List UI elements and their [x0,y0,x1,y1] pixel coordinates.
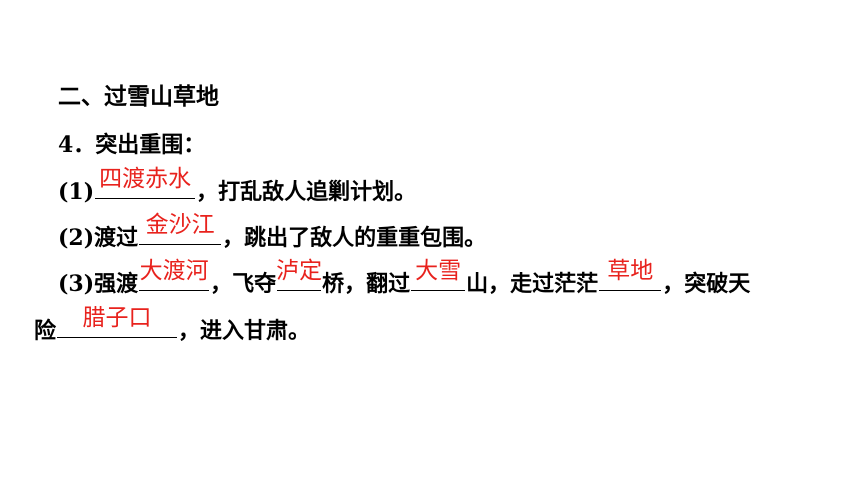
item-1-suffix: ，打乱敌人追剿计划。 [196,179,417,205]
item-3-blank-d: 草地 [599,258,662,291]
item-4-prefix: 险 [34,318,57,344]
item-3-mid-b: 桥，翻过 [322,271,411,297]
question-4-label: 4．突出重围： [58,132,206,158]
item-2-blank: 金沙江 [139,212,222,245]
item-2-answer: 金沙江 [145,212,215,238]
item-3-suffix: ，突破天 [662,271,751,297]
item-1-blank: 四渡赤水 [95,166,196,199]
item-3-mid-a: ，飞夺 [210,271,277,297]
item-4-blank: 腊子口 [57,305,178,338]
item-3-blank-b: 泸定 [276,258,322,291]
item-3-blank-c: 大雪 [411,258,466,291]
item-3-prefix: (3)强渡 [58,271,139,297]
item-3-blank-a: 大渡河 [139,258,210,291]
item-3-answer-a: 大渡河 [139,258,209,284]
item-1-prefix: (1) [58,179,95,205]
item-3-answer-c: 大雪 [415,258,462,284]
item-4-suffix: ，进入甘肃。 [178,318,311,344]
item-1-answer: 四渡赤水 [99,166,192,192]
item-2-prefix: (2)渡过 [58,225,139,251]
item-2-line: (2)渡过金沙江 ，跳出了敌人的重重包围。 [58,212,487,253]
item-4-answer: 腊子口 [82,305,152,331]
item-2-suffix: ，跳出了敌人的重重包围。 [222,225,487,251]
item-3-line: (3)强渡大渡河，飞夺泸定桥，翻过大雪山，走过茫茫草地 ，突破天 [58,258,751,299]
section-heading: 二、过雪山草地 [58,84,219,110]
item-3-mid-c: 山，走过茫茫 [466,271,599,297]
item-1-line: (1)四渡赤水，打乱敌人追剿计划。 [58,166,417,207]
item-3-continuation-line: 险腊子口 ，进入甘肃。 [34,305,311,346]
item-3-answer-d: 草地 [607,258,654,284]
item-3-answer-b: 泸定 [276,258,323,284]
